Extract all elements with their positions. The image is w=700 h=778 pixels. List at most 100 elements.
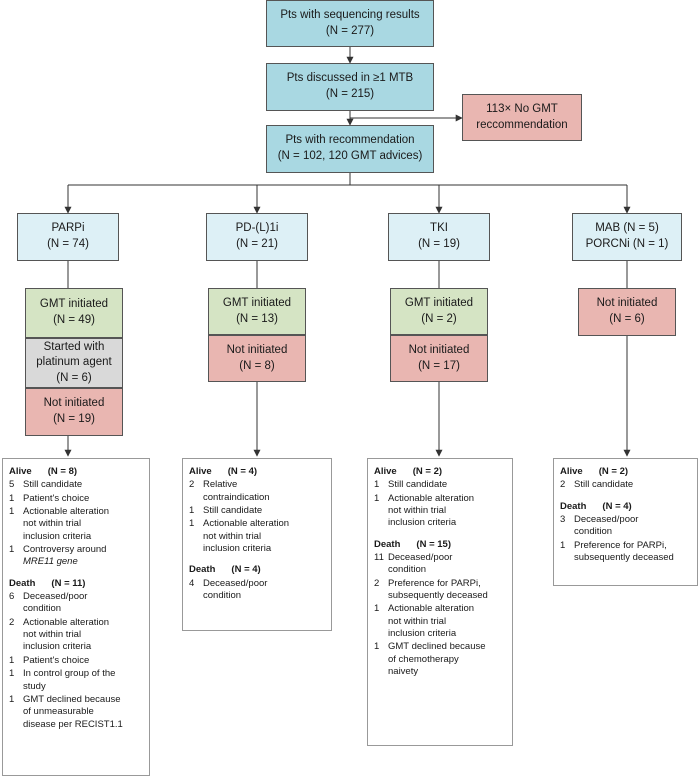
outcome-count: 5 <box>9 479 15 491</box>
discussed-count: (N = 215) <box>325 88 375 100</box>
outcome-text: inclusion criteria <box>388 628 457 640</box>
recommendation-count: (N = 102, 120 GMT advices) <box>277 150 423 162</box>
status-label: Not initiated <box>226 343 288 356</box>
outcome-count: 1 <box>374 492 380 504</box>
sequencing-results-box: Pts with sequencing results (N = 277) <box>266 0 434 47</box>
outcome-count: 2 <box>374 577 380 589</box>
outcome-count: 1 <box>374 479 380 491</box>
death-heading: Death(N = 4) <box>560 501 691 513</box>
outcome-text: inclusion criteria <box>23 641 92 653</box>
sequencing-label: Pts with sequencing results <box>280 8 420 21</box>
outcome-text: Patient's choice <box>23 492 90 504</box>
outcome-text: Preference for PARPi, <box>388 577 481 589</box>
outcome-count: 2 <box>189 479 195 491</box>
alive-heading: Alive(N = 4) <box>189 466 325 478</box>
outcome-text: Actionable alteration <box>23 506 110 518</box>
tki-not-initiated-box: Not initiated (N = 17) <box>390 335 488 382</box>
outcome-text: inclusion criteria <box>23 530 92 542</box>
outcome-text: Deceased/poor <box>388 552 453 564</box>
status-count: (N = 19) <box>53 413 95 425</box>
no-gmt-line1: 113× No GMT <box>486 102 558 115</box>
mab-head-box: MAB (N = 5) PORCNi (N = 1) <box>572 213 682 261</box>
death-count: (N = 4) <box>231 564 261 576</box>
status-label: GMT initiated <box>39 298 109 311</box>
outcome-text: Deceased/poor <box>203 577 268 589</box>
parpi-not-initiated-box: Not initiated (N = 19) <box>25 388 123 436</box>
parpi-head-count: (N = 74) <box>47 238 89 250</box>
recommendation-box: Pts with recommendation (N = 102, 120 GM… <box>266 125 434 173</box>
death-label: Death <box>189 564 216 576</box>
status-label: Not initiated <box>43 397 105 410</box>
status-count: (N = 6) <box>609 313 645 325</box>
outcome-count: 1 <box>374 641 380 653</box>
alive-count: (N = 2) <box>412 466 443 477</box>
outcome-text: Actionable alteration <box>388 492 475 504</box>
alive-label: Alive <box>9 466 32 477</box>
outcome-text: Actionable alteration <box>23 616 110 628</box>
outcome-count: 1 <box>189 518 195 530</box>
outcome-text: Still candidate <box>574 479 634 491</box>
pdl1i-not-initiated-box: Not initiated (N = 8) <box>208 335 306 382</box>
outcome-text: Preference for PARPi, <box>574 539 667 551</box>
outcome-text: not within trial <box>388 505 447 517</box>
outcome-text: inclusion criteria <box>203 543 272 555</box>
outcome-text: condition <box>388 564 427 576</box>
outcome-count: 1 <box>9 506 15 518</box>
status-count: (N = 2) <box>421 312 457 325</box>
pdl1i-head-box: PD-(L)1i (N = 21) <box>206 213 308 261</box>
outcome-count: 1 <box>9 544 15 556</box>
pdl1i-head-count: (N = 21) <box>236 238 278 250</box>
outcome-text: not within trial <box>23 629 82 641</box>
outcome-row: 1 Preference for PARPi,subsequently decea… <box>560 540 691 565</box>
death-heading: Death (N = 15) <box>374 539 506 551</box>
death-count: (N = 15) <box>416 538 451 550</box>
outcome-count: 1 <box>9 668 15 680</box>
status-label: Started with <box>43 340 105 353</box>
death-heading: Death(N = 11) <box>9 578 143 590</box>
outcome-count: 2 <box>9 616 15 628</box>
outcome-text: study <box>23 680 46 692</box>
outcome-count: 11 <box>374 552 384 564</box>
outcome-count: 1 <box>560 539 566 551</box>
parpi-head-box: PARPi (N = 74) <box>17 213 119 261</box>
status-label-2: platinum agent <box>36 356 112 369</box>
death-label: Death <box>374 538 401 550</box>
outcome-text: condition <box>574 526 613 538</box>
outcome-text: condition <box>23 603 62 615</box>
outcome-text: Actionable alteration <box>388 603 475 615</box>
outcome-text: Controversy around <box>23 544 107 556</box>
outcome-text: subsequently deceased <box>574 552 674 564</box>
alive-heading: Alive(N = 2) <box>374 466 506 478</box>
gene-name: MRE11 gene <box>23 556 78 568</box>
outcome-text: not within trial <box>23 518 82 530</box>
outcome-count: 3 <box>560 514 566 526</box>
outcome-text: contraindication <box>203 491 270 503</box>
discussed-mtb-box: Pts discussed in ≥1 MTB (N = 215) <box>266 63 434 111</box>
outcome-text: subsequently deceased <box>388 590 488 602</box>
alive-heading: Alive(N = 2) <box>560 466 691 478</box>
outcome-text: Deceased/poor <box>574 514 639 526</box>
porcni-head-label: PORCNi (N = 1) <box>585 238 669 250</box>
status-label: GMT initiated <box>222 296 292 309</box>
outcome-text: naivety <box>388 666 419 678</box>
outcome-count: 1 <box>9 654 15 666</box>
